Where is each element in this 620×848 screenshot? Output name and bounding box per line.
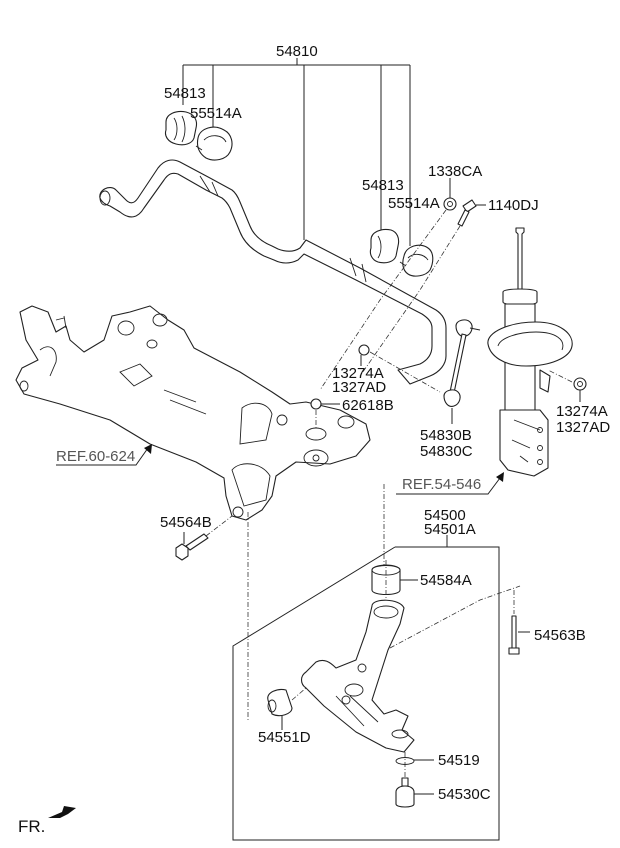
label-54584A[interactable]: 54584A: [420, 572, 472, 589]
ref-strut-leader: [396, 472, 504, 495]
label-13274A-strut[interactable]: 13274A: [556, 403, 608, 420]
label-54564B[interactable]: 54564B: [160, 514, 212, 531]
front-arrow-icon: [48, 806, 76, 818]
bushing-54813-right[interactable]: [369, 228, 400, 264]
stabilizer-link-54830[interactable]: [443, 319, 481, 424]
label-54501A[interactable]: 54501A: [424, 521, 476, 538]
label-54813-right[interactable]: 54813: [362, 177, 404, 194]
label-54830C[interactable]: 54830C: [420, 443, 473, 460]
nut-62618B[interactable]: [310, 398, 340, 430]
lower-arm[interactable]: [300, 560, 521, 753]
bracket-55514A-left[interactable]: [195, 126, 233, 161]
label-1327AD-link[interactable]: 1327AD: [332, 379, 386, 396]
label-54500[interactable]: 54500: [424, 507, 466, 524]
label-13274A-link[interactable]: 13274A: [332, 365, 384, 382]
label-54551D[interactable]: 54551D: [258, 729, 311, 746]
label-54519[interactable]: 54519: [438, 752, 480, 769]
bracket-55514A-right[interactable]: [399, 244, 434, 277]
label-55514A-left[interactable]: 55514A: [190, 105, 242, 122]
stabilizer-leader-group: [182, 58, 411, 240]
label-54810[interactable]: 54810: [276, 43, 318, 60]
ref-crossmember-leader: [56, 444, 152, 466]
label-1338CA[interactable]: 1338CA: [428, 163, 482, 180]
label-54830B[interactable]: 54830B: [420, 427, 472, 444]
bushing-54551D[interactable]: [267, 687, 307, 730]
label-1327AD-strut[interactable]: 1327AD: [556, 419, 610, 436]
nut-13274A-link[interactable]: [358, 344, 441, 393]
crossmember[interactable]: [15, 305, 371, 521]
bolt-1140DJ[interactable]: [457, 199, 486, 227]
label-62618B[interactable]: 62618B: [342, 397, 394, 414]
bushing-54584A[interactable]: [371, 564, 418, 596]
label-1140DJ[interactable]: 1140DJ: [488, 197, 539, 214]
label-54530C[interactable]: 54530C: [438, 786, 491, 803]
bolt-54564B[interactable]: [175, 515, 233, 561]
stabilizer-bar[interactable]: [99, 159, 447, 385]
label-front: FR.: [18, 817, 45, 836]
label-ref-60-624[interactable]: REF.60-624: [56, 448, 135, 465]
label-ref-54-546[interactable]: REF.54-546: [402, 476, 481, 493]
ball-joint-54530C[interactable]: [395, 777, 434, 808]
label-55514A-right[interactable]: 55514A: [388, 195, 440, 212]
label-54813-left[interactable]: 54813: [164, 85, 206, 102]
lower-arm-box: [232, 535, 500, 841]
nut-1338CA[interactable]: [443, 178, 457, 211]
label-54563B[interactable]: 54563B: [534, 627, 586, 644]
bolt-54563B[interactable]: [508, 590, 530, 655]
bushing-54813-left[interactable]: [164, 110, 198, 146]
strut-assembly[interactable]: [487, 227, 573, 477]
nut-13274A-strut[interactable]: [547, 369, 587, 402]
